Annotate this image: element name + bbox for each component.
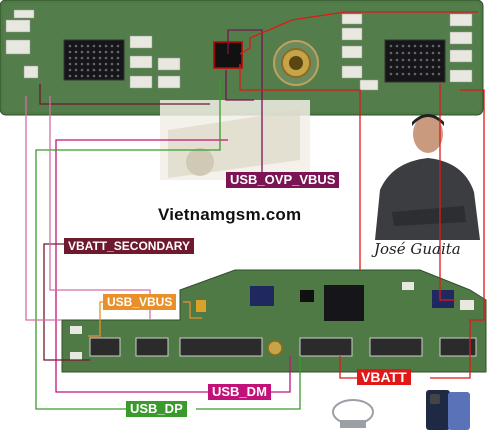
label-usb-vbus: USB_VBUS <box>103 294 177 310</box>
bottom-chip-small <box>300 290 314 302</box>
site-watermark: Vietnamgsm.com <box>158 205 302 224</box>
bottom-fpc-connectors <box>89 337 477 357</box>
bottom-chip-right <box>432 290 454 308</box>
top-passive-components <box>5 9 473 91</box>
top-left-bga-pads <box>68 44 120 78</box>
top-screw-hole <box>273 40 319 86</box>
label-vbatt: VBATT <box>357 369 411 385</box>
bottom-bga-chip-center <box>324 285 364 321</box>
bottom-screw-hole <box>267 340 283 356</box>
phone-thumbnail <box>426 390 470 430</box>
top-right-bga-pads <box>389 44 441 76</box>
author-photo <box>375 114 480 240</box>
label-usb-dp: USB_DP <box>126 401 187 417</box>
bottom-passive-components <box>70 282 474 360</box>
unicell-logo <box>332 399 374 428</box>
bottom-chip-left <box>250 286 274 306</box>
top-board <box>0 0 484 116</box>
bottom-board <box>61 269 487 373</box>
label-usb-ovp-vbus: USB_OVP_VBUS <box>226 172 340 188</box>
label-vbatt-secondary: VBATT_SECONDARY <box>64 238 195 254</box>
author-signature: José Guaita <box>374 240 461 258</box>
label-usb-dm: USB_DM <box>208 384 271 400</box>
